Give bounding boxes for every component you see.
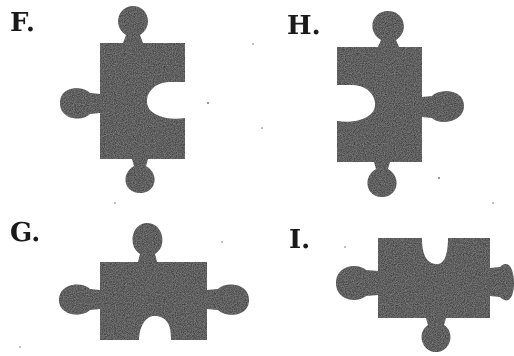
option-label-i: I. <box>289 227 310 253</box>
option-label-g: G. <box>10 220 40 246</box>
option-label-h: H. <box>287 13 321 39</box>
puzzle-piece-f <box>60 6 185 193</box>
puzzle-piece-h <box>337 11 464 197</box>
puzzle-piece-i <box>336 238 514 352</box>
puzzle-piece-g <box>59 223 249 340</box>
option-label-f: F. <box>10 10 35 36</box>
